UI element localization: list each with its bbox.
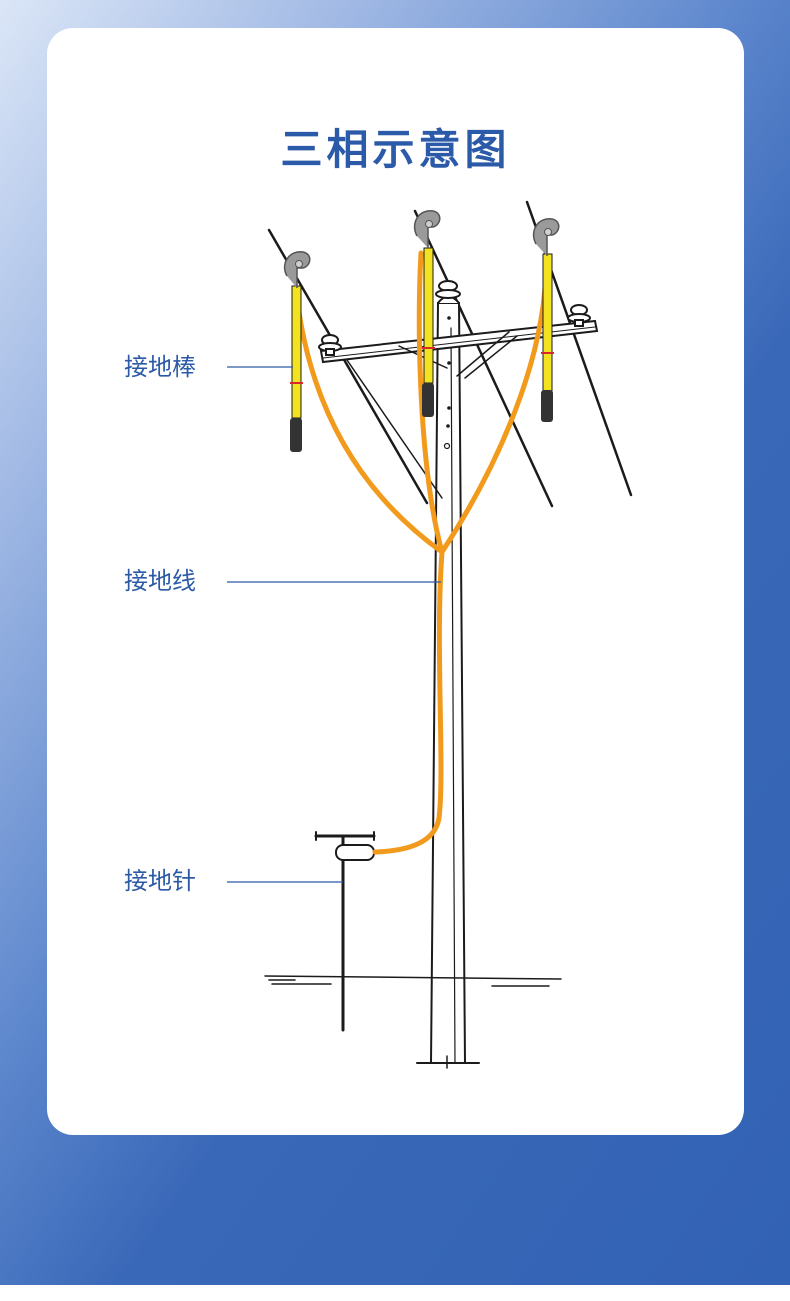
utility-pole bbox=[416, 280, 480, 1069]
bottom-strip bbox=[0, 1285, 790, 1301]
insulator-left bbox=[318, 334, 342, 356]
power-line-middle bbox=[413, 209, 554, 508]
grounding-rod-middle bbox=[413, 210, 441, 417]
label-grounding-wire: 接地线 bbox=[124, 567, 196, 595]
cross-arm bbox=[319, 319, 599, 499]
label-grounding-pin: 接地针 bbox=[124, 867, 196, 895]
label-grounding-rod: 接地棒 bbox=[124, 353, 196, 381]
ground-surface bbox=[264, 975, 562, 987]
grounding-rod-right bbox=[532, 218, 560, 422]
insulator-right bbox=[567, 304, 591, 327]
grounding-rods bbox=[283, 210, 560, 452]
diagram-card: 三相示意图 bbox=[47, 28, 744, 1135]
grounding-pin bbox=[314, 831, 376, 1032]
three-phase-grounding-diagram bbox=[227, 200, 633, 1069]
page-title: 三相示意图 bbox=[280, 125, 511, 174]
grounding-rod-left bbox=[283, 251, 311, 452]
